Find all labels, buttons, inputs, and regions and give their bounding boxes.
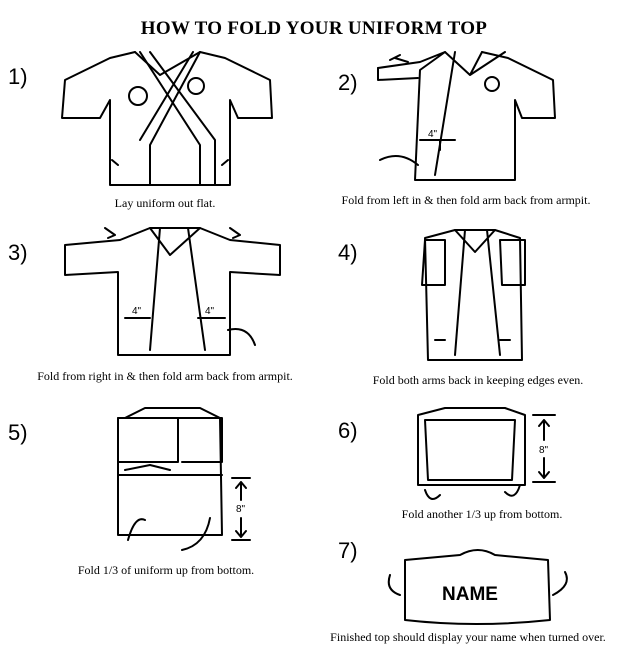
step-5-measure: 8" (236, 504, 246, 515)
name-label: NAME (442, 584, 498, 605)
step-6-caption: Fold another 1/3 up from bottom. (401, 507, 563, 521)
step-1-number: 1) (8, 64, 28, 89)
step-6-number: 6) (338, 418, 358, 443)
step-2-caption: Fold from left in & then fold arm back f… (341, 193, 591, 207)
step-5-number: 5) (8, 420, 28, 445)
step-7-number: 7) (338, 538, 358, 563)
step-3-measure-left: 4" (132, 306, 142, 317)
step-1-caption: Lay uniform out flat. (114, 196, 216, 210)
page-title: HOW TO FOLD YOUR UNIFORM TOP (140, 18, 488, 39)
step-6-measure: 8" (539, 445, 549, 456)
step-3-caption: Fold from right in & then fold arm back … (37, 369, 293, 383)
step-2-measure: 4" (428, 129, 438, 140)
step-4-caption: Fold both arms back in keeping edges eve… (372, 373, 584, 387)
step-7-caption: Finished top should display your name wh… (330, 630, 606, 644)
step-3-measure-right: 4" (205, 306, 215, 317)
step-2-number: 2) (338, 70, 358, 95)
step-5-caption: Fold 1/3 of uniform up from bottom. (77, 563, 255, 577)
step-3-number: 3) (8, 240, 28, 265)
step-4-number: 4) (338, 240, 358, 265)
